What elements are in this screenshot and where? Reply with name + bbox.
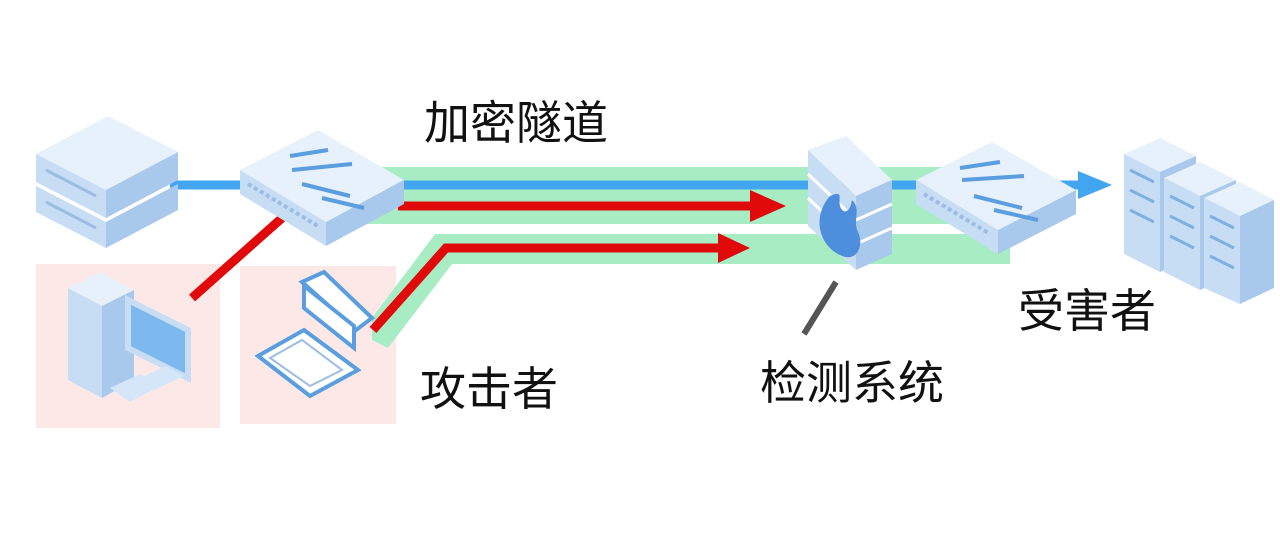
desktop-pc-icon xyxy=(68,272,191,402)
fire-icon xyxy=(819,193,861,258)
traffic-arrow-head xyxy=(1078,171,1112,199)
switch-icon xyxy=(240,130,404,246)
attack-traffic xyxy=(189,190,786,333)
tunnel-label: 加密隧道 xyxy=(424,96,608,150)
attack-arrow-head-upper xyxy=(750,190,786,222)
attacker-label: 攻击者 xyxy=(420,362,558,416)
tunnel-upper xyxy=(345,167,1010,224)
victim-label: 受害者 xyxy=(1018,284,1156,338)
detection-pointer xyxy=(801,280,839,336)
firewall-icon xyxy=(806,136,893,270)
encrypted-tunnel xyxy=(345,167,1010,348)
switch-icon-right xyxy=(916,142,1076,254)
server-icon xyxy=(36,116,178,248)
server-rack-icon xyxy=(1124,138,1274,304)
attack-arrow-head-lower xyxy=(718,233,750,263)
detection-system-label: 检测系统 xyxy=(760,356,944,410)
laptop-icon xyxy=(254,269,376,399)
